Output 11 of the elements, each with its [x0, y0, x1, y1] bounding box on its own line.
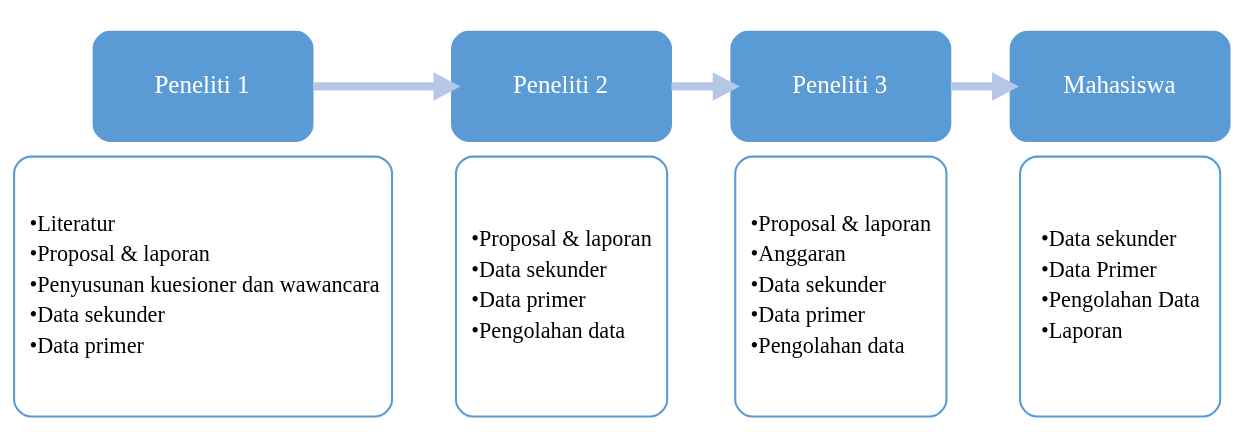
arrow — [313, 72, 461, 101]
arrow — [671, 72, 740, 101]
arrow — [950, 72, 1020, 101]
node-box: •Literatur •Proposal & laporan •Penyusunan kuesioner dan wawancara •Data sekunder •Data primer — [13, 155, 394, 418]
node-box: •Data sekunder •Data Primer •Pengolahan Data •Laporan — [1019, 155, 1222, 418]
node-box: Peneliti 2 — [451, 30, 673, 143]
node-box: •Proposal & laporan •Data sekunder •Data primer •Pengolahan data — [454, 155, 669, 418]
node-box: Peneliti 3 — [730, 30, 952, 143]
node-box: Peneliti 1 — [92, 30, 314, 143]
node-box: •Proposal & laporan •Anggaran •Data sekunder •Data primer •Pengolahan data — [734, 155, 948, 418]
node-box: Mahasiswa — [1009, 30, 1231, 143]
